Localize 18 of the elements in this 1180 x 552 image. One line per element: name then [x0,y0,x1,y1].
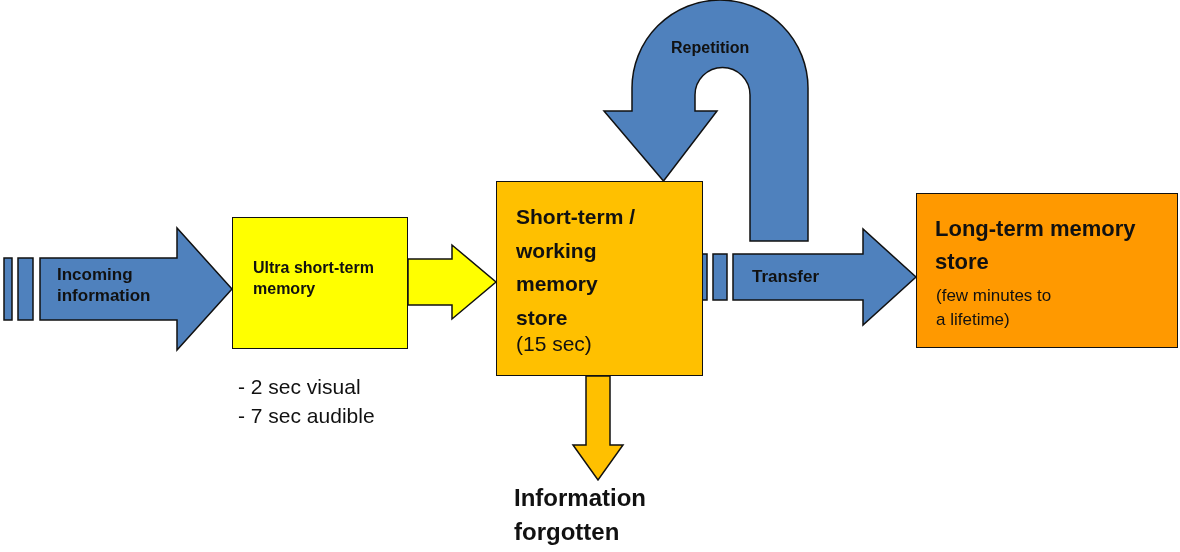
block-arrow [3,226,233,352]
memory-box [916,193,1178,348]
edge-label: Transfer [752,266,820,288]
memory-box [496,181,703,376]
edge-label: Incoming information [57,264,152,307]
u-turn-arrow [603,0,809,242]
edge-label: Repetition [671,38,750,58]
block-arrow [407,243,498,321]
box-title: Long-term memory store [935,215,1137,276]
duration-note: (few minutes to a lifetime) [936,285,1053,331]
block-arrow [571,375,625,482]
outcome-label: Information forgotten [514,483,647,547]
duration-note: - 7 sec audible [238,403,375,430]
duration-note: (15 sec) [516,331,592,357]
box-title: Short-term / working memory store [516,204,636,331]
memory-box [232,217,408,349]
box-title: Ultra short-term memory [253,258,375,299]
duration-note: - 2 sec visual [238,374,362,400]
